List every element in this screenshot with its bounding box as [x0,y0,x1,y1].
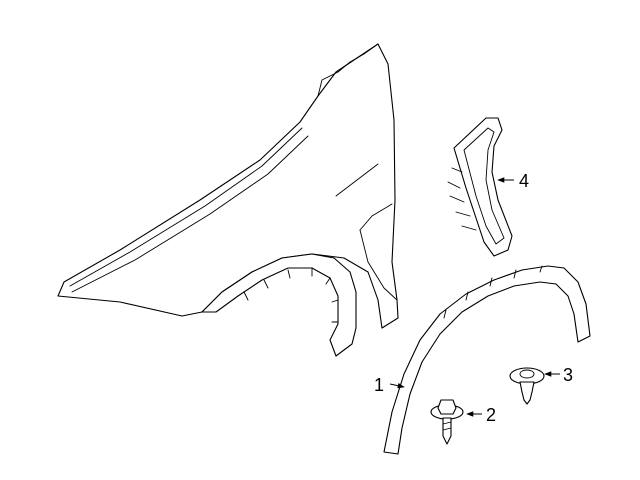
bolt-with-washer [430,399,464,445]
callout-4: 4 [519,171,529,191]
wheel-arch-moulding [383,265,591,455]
fender-panel [57,43,399,357]
callout-2: 2 [486,405,496,425]
callout-1: 1 [374,375,384,395]
callout-3: 3 [563,365,573,385]
side-vent-trim [447,117,513,257]
push-clip [509,367,545,405]
leader-line-1 [389,382,405,389]
